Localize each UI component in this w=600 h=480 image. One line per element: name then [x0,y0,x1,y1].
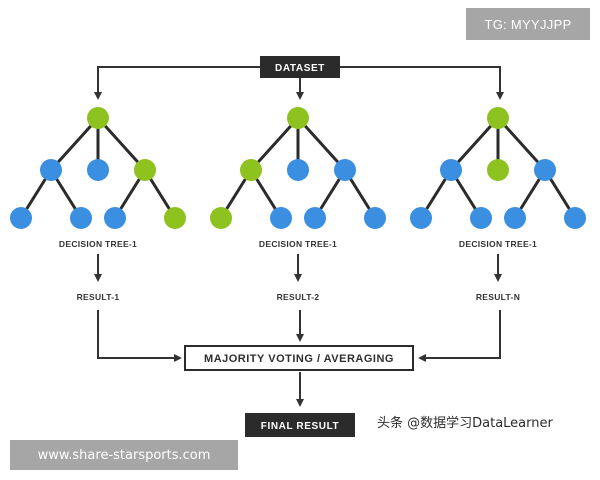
aggregation-arrows [97,310,501,407]
tree-edge [49,116,100,172]
tree-edge [96,116,147,172]
tree-node-L1a [240,159,262,181]
aggregate-box: MAJORITY VOTING / AVERAGING [184,345,414,371]
tree-edge [296,116,347,172]
result-label: RESULT-2 [277,292,320,302]
tree-node-L1a [440,159,462,181]
tree-node-root [287,107,309,129]
tree-node-L2b [470,207,492,229]
final-result-label: FINAL RESULT [261,421,340,432]
tree-node-L2c [504,207,526,229]
tree-node-L2c [304,207,326,229]
tg-overlay-badge: TG: MYYJJPP [466,8,590,40]
tree-node-L1a [40,159,62,181]
tree-node-L2d [564,207,586,229]
result-label: RESULT-N [476,292,520,302]
result-label: RESULT-1 [77,292,120,302]
tree-node-root [487,107,509,129]
tree-node-L2b [270,207,292,229]
tree-label: DECISION TREE-1 [59,239,137,249]
tree-node-L2b [70,207,92,229]
tree-node-L1c [134,159,156,181]
tree-node-L1b [287,159,309,181]
tree-label: DECISION TREE-1 [259,239,337,249]
tree-edge [249,116,300,172]
tree-node-L2a [10,207,32,229]
tree-node-L2c [104,207,126,229]
tree-node-L2a [210,207,232,229]
url-overlay-badge: www.share-starsports.com [10,440,238,470]
tree-edge [449,116,500,172]
final-result-box: FINAL RESULT [245,413,355,437]
tree-node-L1c [334,159,356,181]
aggregate-label: MAJORITY VOTING / AVERAGING [204,353,394,365]
watermark-text: 头条 @数据学习DataLearner [377,416,553,431]
dataset-label: DATASET [275,63,325,74]
tree-edge [496,116,547,172]
tree-node-root [87,107,109,129]
tree-node-L1b [487,159,509,181]
tree-label: DECISION TREE-1 [459,239,537,249]
tree-node-L2a [410,207,432,229]
dataset-arrows [94,66,504,100]
tree-node-L2d [164,207,186,229]
tree-node-L1b [87,159,109,181]
dataset-box: DATASET [260,56,340,78]
tree-node-L1c [534,159,556,181]
tree-node-L2d [364,207,386,229]
